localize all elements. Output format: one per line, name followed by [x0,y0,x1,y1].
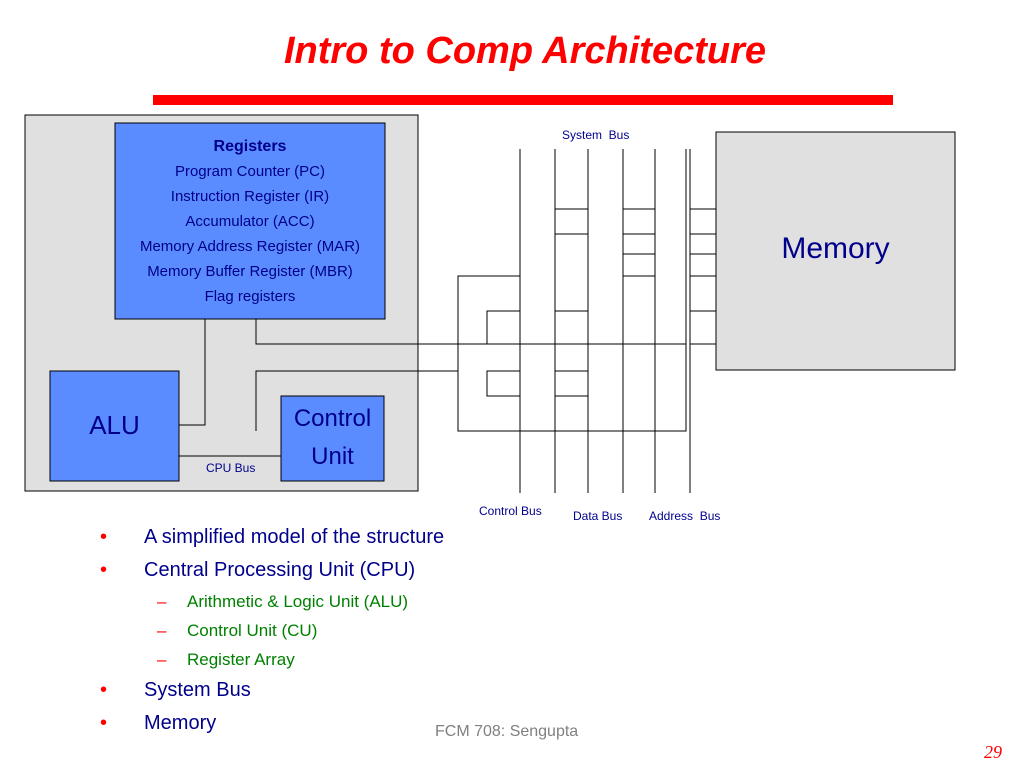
bullet-dot-icon: • [100,526,108,548]
bullet-text: A simplified model of the structure [144,526,445,548]
data-bus-label: Data Bus [573,509,623,523]
control-bus-label: Control Bus [479,504,542,518]
bullet-item: • System Bus [100,678,444,711]
bullet-item: • Central Processing Unit (CPU) [100,558,444,591]
control-unit-label-line1: Control [293,405,372,432]
bullet-dash-icon: – [157,650,167,669]
title-underline [153,95,893,105]
bullet-item: • Memory [100,711,444,744]
bullet-dot-icon: • [100,559,108,581]
bullet-text: Arithmetic & Logic Unit (ALU) [187,592,409,611]
alu-block [49,370,180,482]
sub-bullet-item: – Register Array [100,649,444,678]
bus-lines [179,149,716,493]
alu-label: ALU [89,410,140,440]
memory-label: Memory [781,232,890,265]
cpu-tap-box-2 [486,370,521,397]
sub-bullet-item: – Arithmetic & Logic Unit (ALU) [100,591,444,620]
register-item: Memory Buffer Register (MBR) [147,263,353,280]
bullet-text: Register Array [187,650,295,669]
registers-block [114,122,386,320]
cpu-tap-top [457,275,520,371]
footer-text: FCM 708: Sengupta [435,723,579,740]
register-item: Instruction Register (IR) [170,188,330,205]
reg-to-bus-line [255,319,686,345]
reg-to-cu-line [255,149,687,432]
register-item: Program Counter (PC) [174,163,326,180]
sub-bullet-item: – Control Unit (CU) [100,620,444,649]
slide-title: Intro to Comp Architecture [283,30,767,72]
register-item: Accumulator (ACC) [185,213,315,230]
cpu-tap-box-3 [554,370,589,397]
bullet-dot-icon: • [100,712,108,734]
register-item: Memory Address Register (MAR) [139,238,361,255]
bullet-text: System Bus [144,679,251,701]
cpu-bus-label: CPU Bus [206,461,256,475]
cpu-tap-box-4 [554,310,589,345]
mem-tap-box-2 [622,233,656,255]
mem-tap-box-1 [622,208,656,235]
address-bus-label: Address Bus [649,509,721,523]
control-unit-block [280,395,385,482]
control-unit-label-line2: Unit [311,443,354,470]
bullet-list: • A simplified model of the structure • Ce… [100,525,444,744]
memory-block [715,131,956,371]
system-bus-label: System Bus [562,128,630,142]
cpu-tap-box-1 [486,310,521,345]
cpu-bus-line [179,319,206,426]
bullet-text: Memory [144,712,217,734]
bullet-text: Control Unit (CU) [187,621,318,640]
bullet-item: • A simplified model of the structure [100,525,444,558]
registers-heading: Registers [213,138,287,155]
bullet-dash-icon: – [157,621,167,640]
register-item: Flag registers [204,288,296,305]
bullet-dash-icon: – [157,592,167,611]
bullet-text: Central Processing Unit (CPU) [144,559,416,581]
bullet-dot-icon: • [100,679,108,701]
page-number: 29 [984,742,1002,762]
